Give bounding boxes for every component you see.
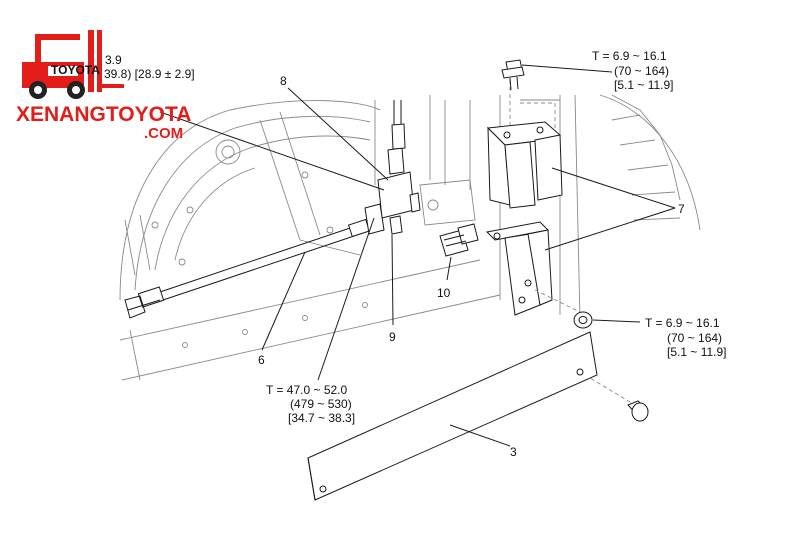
torque-joint-ftlbf: [34.7 ~ 38.3] — [288, 411, 355, 425]
torque-bolt-nm: T = 6.9 ~ 16.1 — [592, 49, 667, 63]
bolt-lower — [627, 400, 649, 422]
callout-6: 6 — [258, 353, 265, 367]
leader-lines — [159, 64, 676, 447]
torque-nut-ftlbf: [5.1 ~ 11.9] — [667, 345, 727, 359]
torque-joint-nm: T = 47.0 ~ 52.0 — [266, 383, 348, 397]
brake-hose — [124, 218, 373, 319]
xenangtoyota-logo: TOYOTA XENANGTOYOTA .COM — [16, 30, 191, 142]
logo-brand-text: XENANGTOYOTA — [16, 103, 191, 126]
torque-bolt-ftlbf: [5.1 ~ 11.9] — [614, 78, 674, 92]
callout-3: 3 — [510, 445, 517, 459]
torque-joint-kgf: (479 ~ 530) — [290, 397, 352, 411]
logo-domain-text: .COM — [144, 125, 183, 142]
torque-bolt-kgf: (70 ~ 164) — [614, 64, 669, 78]
torque-labels: 3.9 39.8) [28.9 ± 2.9] T = 6.9 ~ 16.1 (7… — [104, 49, 727, 425]
callout-9: 9 — [389, 330, 396, 344]
bolt-top — [501, 59, 525, 91]
callout-7: 7 — [678, 202, 685, 216]
background-frame — [119, 94, 701, 381]
callout-8: 8 — [280, 74, 287, 88]
tee-joint — [364, 100, 421, 235]
logo-truck-label: TOYOTA — [51, 63, 100, 77]
torque-nut-nm: T = 6.9 ~ 16.1 — [645, 316, 720, 330]
nut-right — [573, 311, 593, 329]
torque-partial-line2: 39.8) [28.9 ± 2.9] — [104, 67, 195, 81]
adapter-fitting — [439, 223, 479, 257]
cover-plate — [307, 331, 598, 501]
callout-numbers: 8 9 6 10 7 3 — [258, 74, 685, 459]
bracket — [485, 80, 636, 406]
torque-nut-kgf: (70 ~ 164) — [667, 331, 722, 345]
torque-partial-line1: 3.9 — [105, 53, 122, 67]
callout-10: 10 — [437, 286, 451, 300]
